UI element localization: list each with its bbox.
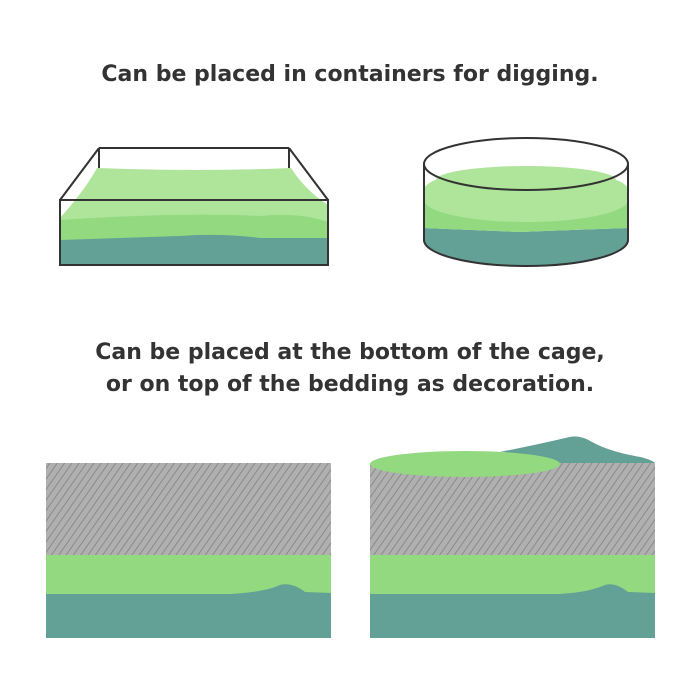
bottom-soil-layer	[60, 234, 328, 265]
caption-cage-line1: Can be placed at the bottom of the cage,	[95, 340, 605, 365]
bedding-layer	[46, 463, 331, 555]
middle-soil-layer	[60, 214, 328, 240]
bedding-top-placement	[370, 436, 655, 638]
teal-layer	[46, 584, 331, 638]
teal-layer	[370, 584, 655, 638]
bedding-layer	[370, 463, 655, 555]
rectangular-container	[59, 147, 329, 266]
caption-cage-line2: or on top of the bedding as decoration.	[105, 372, 595, 397]
cage-bottom-placement	[46, 463, 331, 638]
bottom-soil-layer	[424, 228, 628, 266]
round-container	[423, 137, 629, 267]
caption-containers: Can be placed in containers for digging.	[101, 62, 599, 87]
green-patch	[370, 451, 560, 477]
